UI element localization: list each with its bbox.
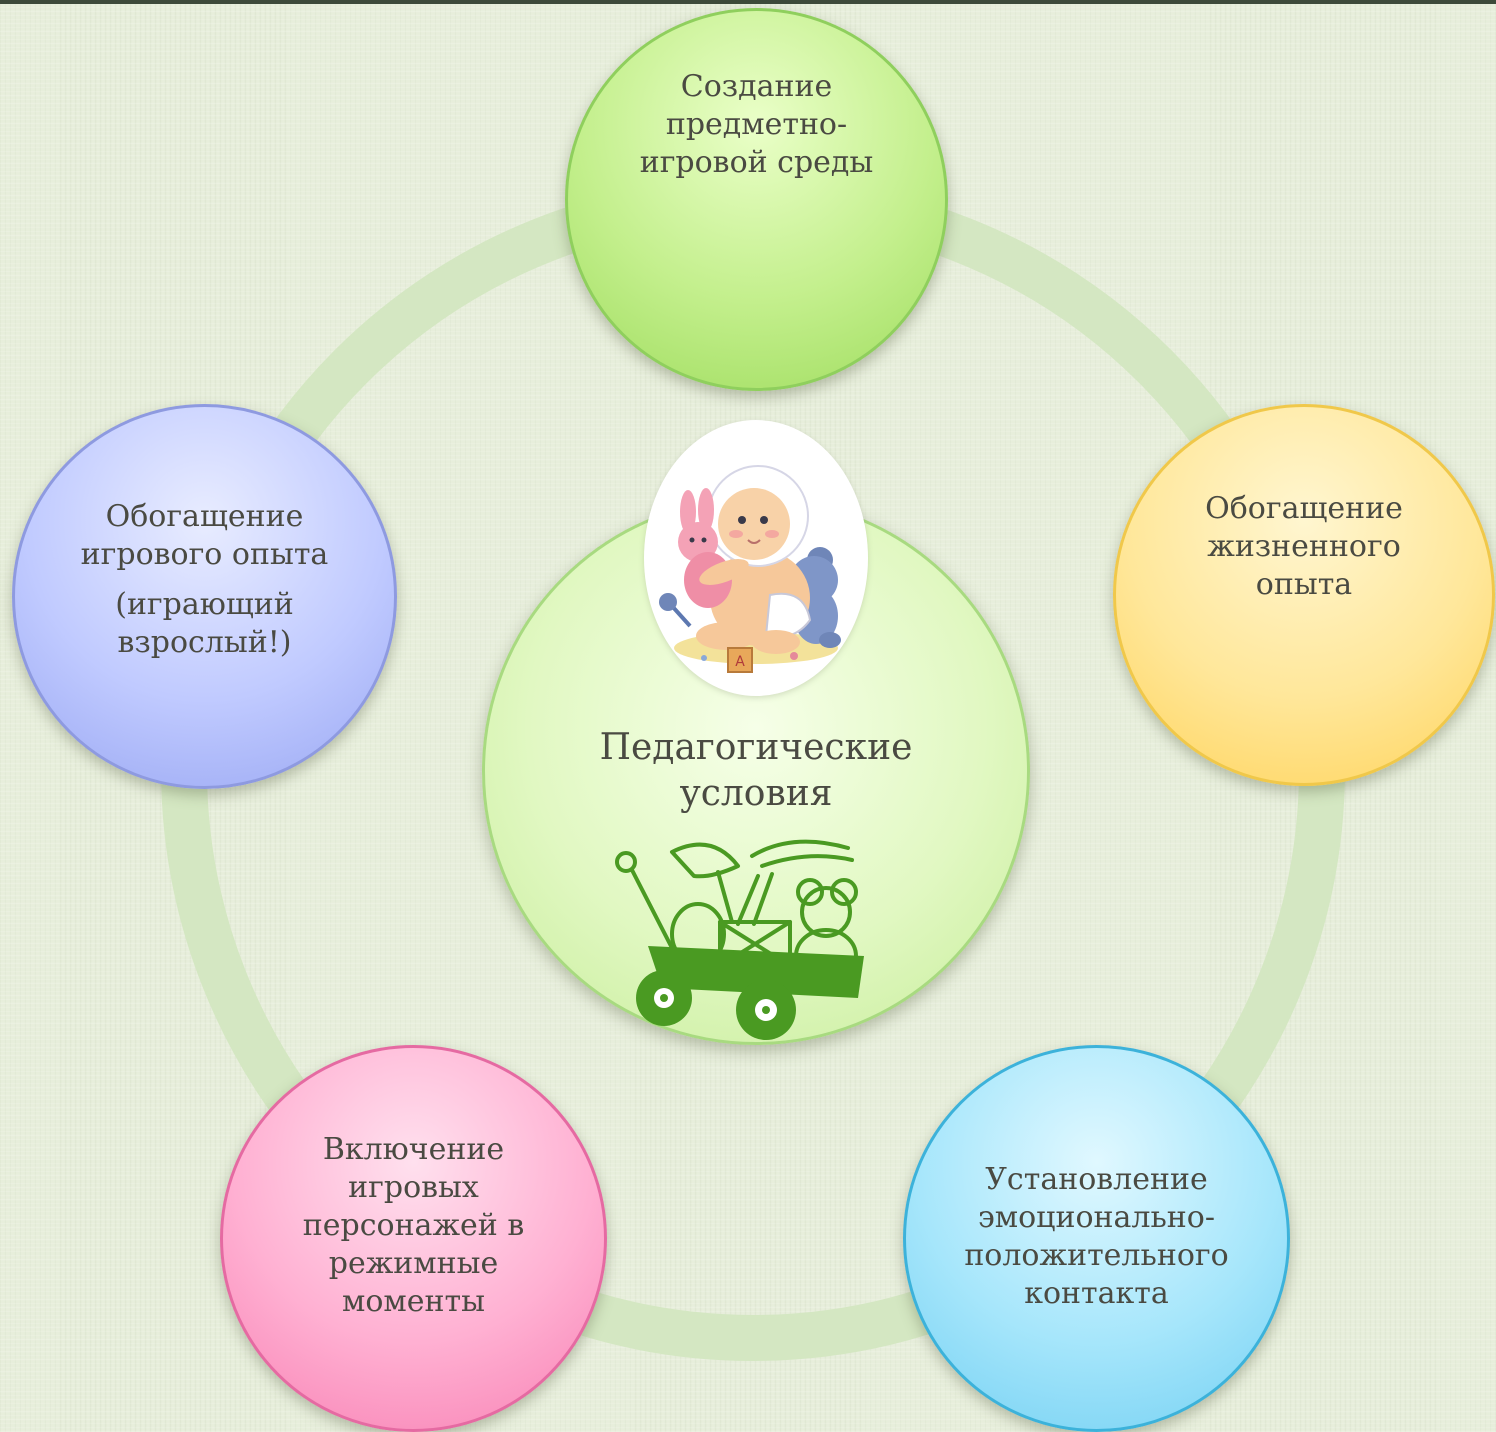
baby-with-toys-illustration: A <box>644 420 868 696</box>
node-left-sublabel: (играющий взрослый!) <box>115 586 294 660</box>
node-right-label: Обогащение жизненного опыта <box>1205 491 1403 602</box>
node-top-label: Создание предметно- игровой среды <box>639 68 874 180</box>
top-edge <box>0 0 1496 4</box>
node-right: Обогащение жизненного опыта <box>1113 404 1495 786</box>
svg-text:A: A <box>735 654 745 670</box>
node-bottom-right: Установление эмоционально- положительног… <box>903 1045 1290 1432</box>
node-left-label: Обогащение игрового опыта <box>80 498 329 572</box>
toy-wagon-illustration <box>612 826 874 1046</box>
node-bottom-left: Включение игровых персонажей в режимные … <box>220 1045 607 1432</box>
node-left: Обогащение игрового опыта (играющий взро… <box>12 404 397 789</box>
node-bottom-right-label: Установление эмоционально- положительног… <box>964 1161 1229 1311</box>
center-label: Педагогические условия <box>599 727 913 814</box>
node-top: Создание предметно- игровой среды <box>565 8 948 391</box>
node-bottom-left-label: Включение игровых персонажей в режимные … <box>302 1131 525 1319</box>
